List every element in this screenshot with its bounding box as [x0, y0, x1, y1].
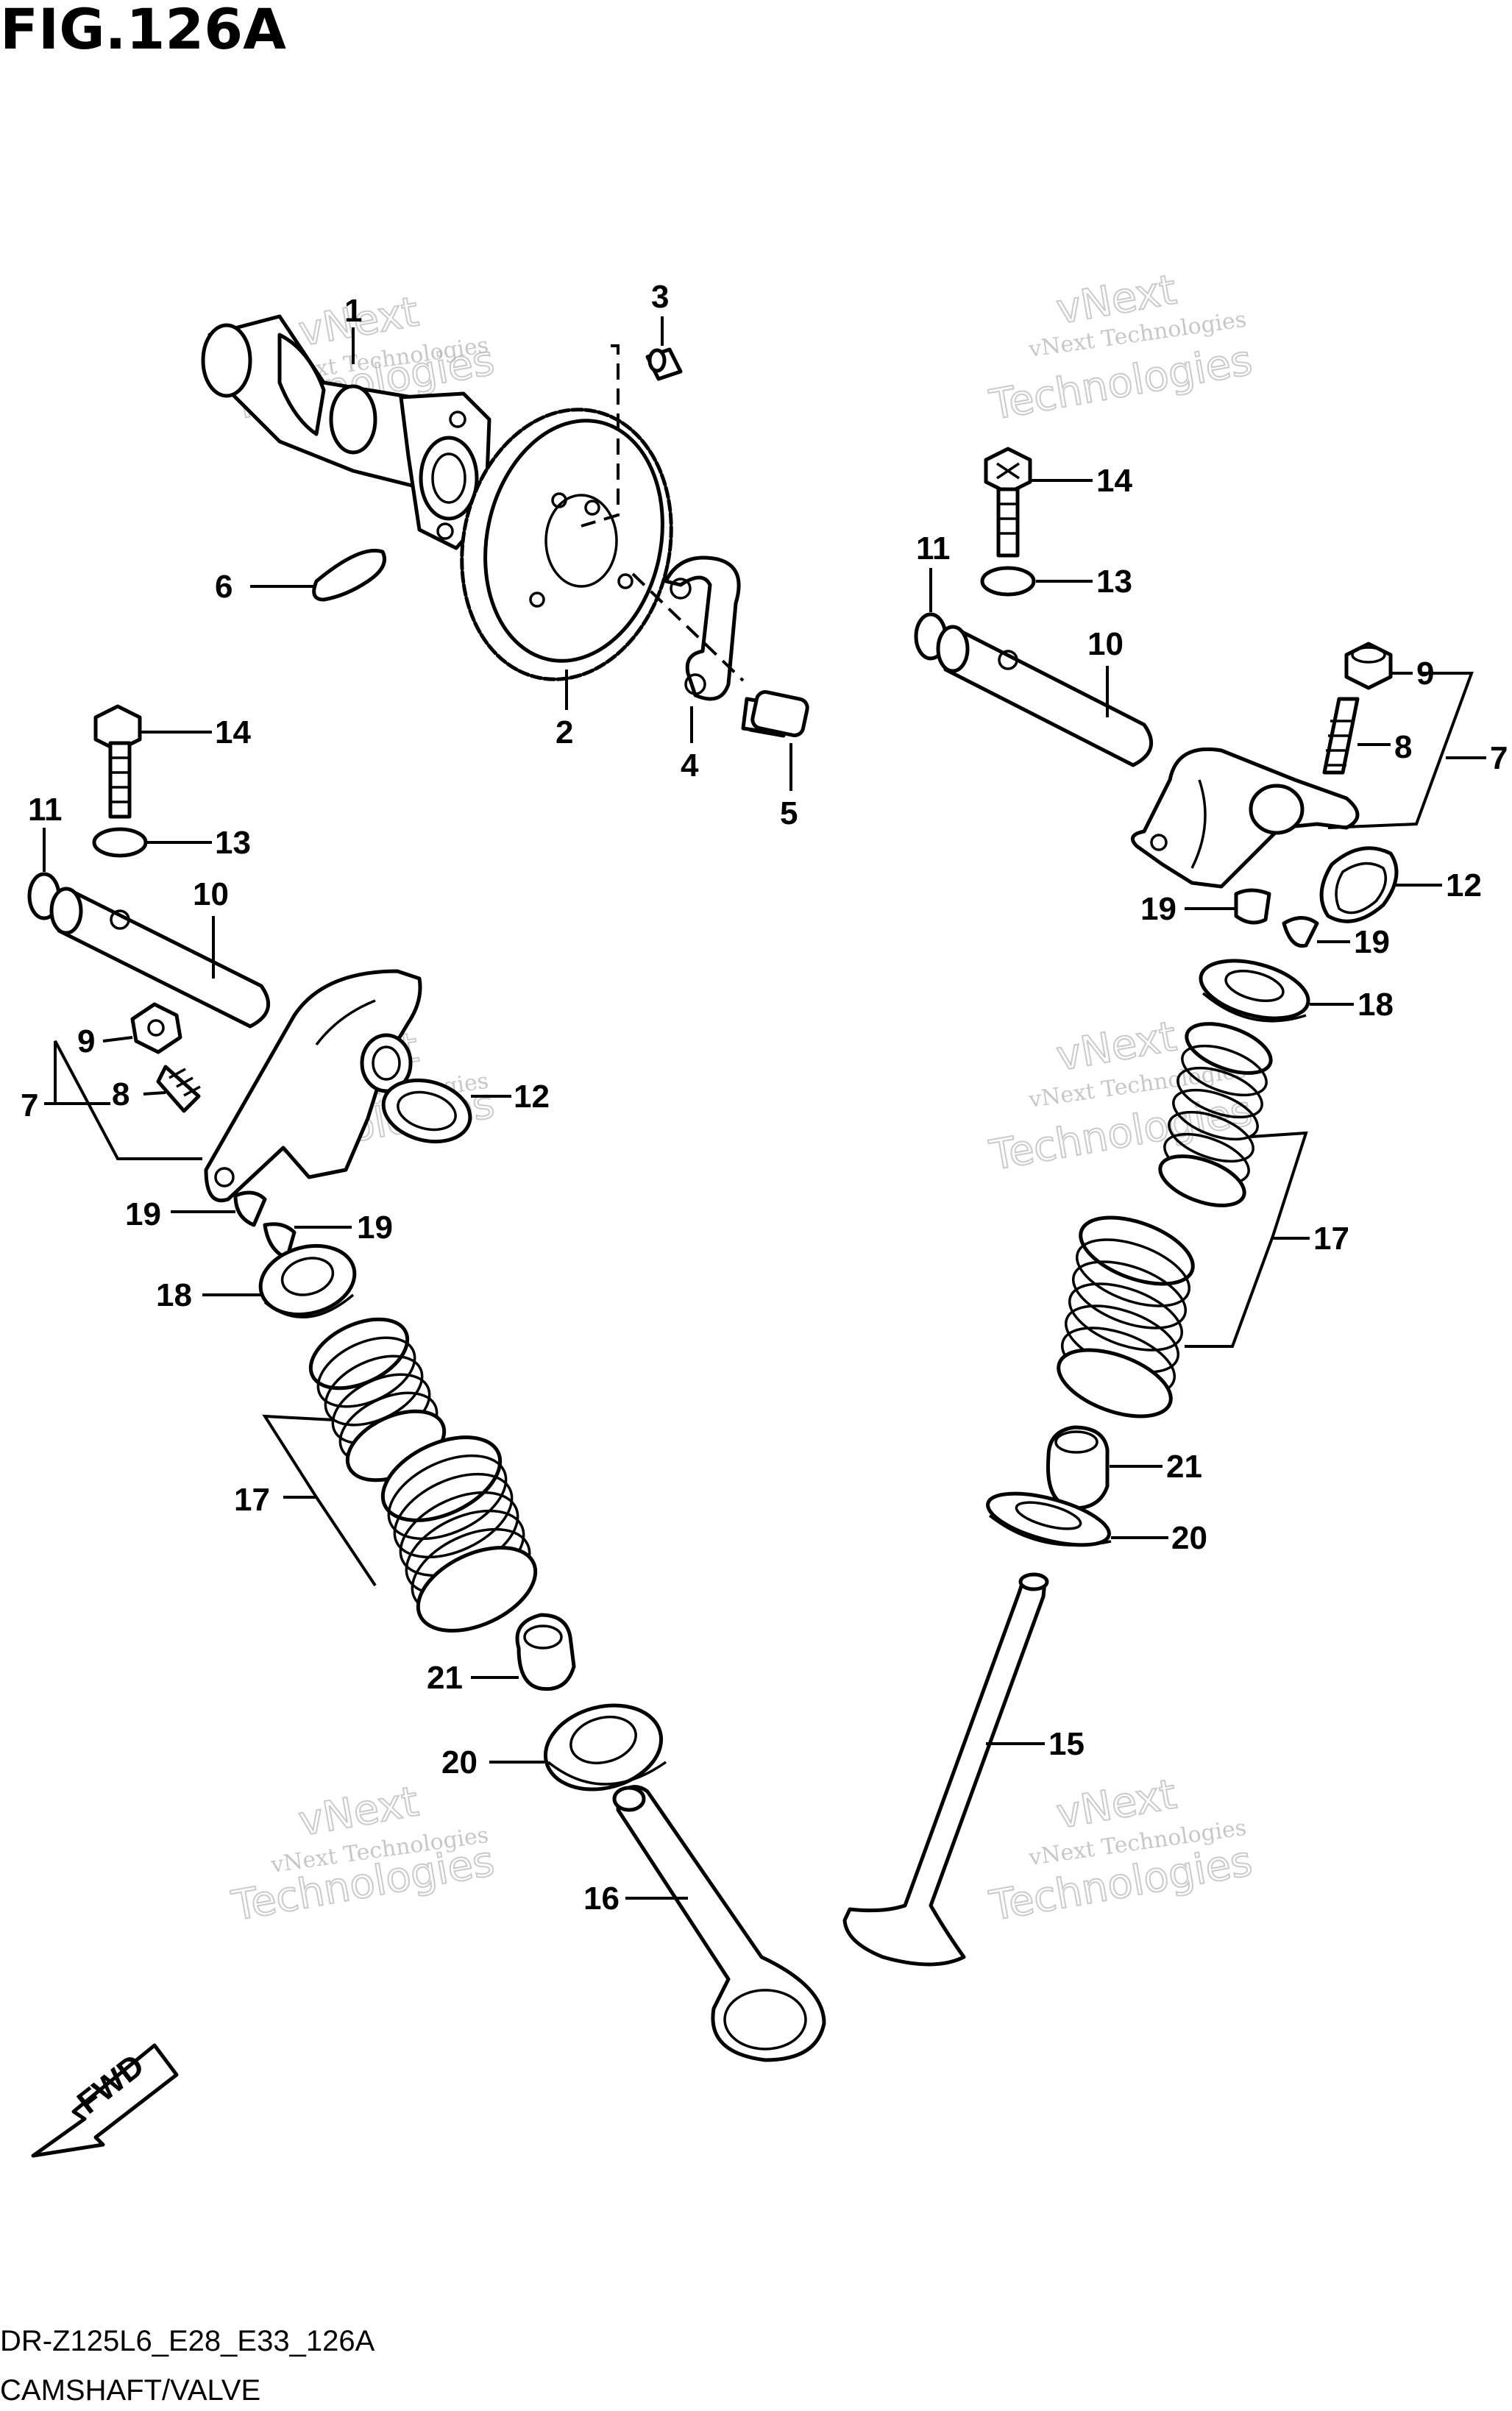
- callout-20-left: 20: [441, 1744, 478, 1780]
- callout-6: 6: [215, 569, 233, 605]
- cotter-part-19-right-b[interactable]: [1282, 916, 1319, 948]
- nut-part-9-left[interactable]: [130, 1002, 182, 1054]
- callout-11-right: 11: [916, 530, 951, 567]
- camshaft-part-1[interactable]: [201, 314, 491, 561]
- valve-stem-seal-part-21-right[interactable]: [1046, 1425, 1110, 1510]
- callout-19-left-a: 19: [125, 1196, 161, 1232]
- spring-seat-part-20-left[interactable]: [536, 1693, 670, 1802]
- valve-part-15[interactable]: [842, 1572, 1049, 1967]
- seal-part-12-right[interactable]: [1319, 846, 1399, 923]
- section-name: CAMSHAFT/VALVE: [0, 2374, 260, 2407]
- adjust-screw-part-8-right[interactable]: [1322, 697, 1360, 775]
- callout-7-left: 7: [21, 1087, 38, 1123]
- callout-18-left: 18: [156, 1277, 192, 1313]
- callout-14-left: 14: [215, 714, 251, 750]
- leader-bracket: [44, 1040, 202, 1160]
- leader-bracket: [1327, 672, 1474, 829]
- watermark-bottom-right: vNext Technologies vNext Technologies: [985, 1769, 1257, 1931]
- rocker-shaft-part-10-right[interactable]: [936, 625, 1153, 767]
- bolt-part-5[interactable]: [741, 690, 809, 738]
- cotter-part-19-right-a[interactable]: [1234, 888, 1271, 925]
- callout-21-right: 21: [1166, 1449, 1202, 1485]
- leader-bracket: [1185, 1131, 1308, 1348]
- callout-8-left: 8: [112, 1076, 129, 1112]
- spring-retainer-part-18-right[interactable]: [1194, 951, 1314, 1029]
- washer-part-13-right[interactable]: [980, 566, 1036, 597]
- valve-part-16[interactable]: [612, 1785, 826, 2062]
- fwd-arrow-icon: FWD: [31, 2043, 179, 2158]
- callout-12-left: 12: [514, 1079, 550, 1115]
- rocker-shaft-part-10-left[interactable]: [49, 887, 270, 1029]
- callout-17-right: 17: [1313, 1221, 1349, 1257]
- rocker-arm-part-7-left[interactable]: [204, 969, 422, 1202]
- watermark-top-right: vNext Technologies vNext Technologies: [985, 265, 1257, 430]
- spring-seat-part-20-right[interactable]: [983, 1483, 1115, 1555]
- watermark-bottom-left: vNext Technologies vNext Technologies: [227, 1777, 499, 1931]
- callout-10-left: 10: [193, 876, 229, 912]
- callout-12-right: 12: [1446, 867, 1482, 903]
- callout-14-right: 14: [1096, 463, 1132, 499]
- callout-16: 16: [583, 1881, 620, 1917]
- watermark-mid-right: vNext Technologies vNext Technologies: [985, 1012, 1257, 1181]
- leader-line: [102, 1036, 133, 1043]
- clip-part-6[interactable]: [312, 548, 386, 602]
- spring-retainer-part-18-left[interactable]: [253, 1236, 363, 1325]
- callout-10-right: 10: [1087, 626, 1124, 662]
- callout-1: 1: [344, 293, 362, 329]
- callout-3: 3: [651, 279, 669, 315]
- cotter-part-19-left-b[interactable]: [263, 1222, 297, 1260]
- callout-15: 15: [1048, 1726, 1085, 1762]
- dashed-guide-bolt: [631, 572, 745, 682]
- valve-spring-outer-part-17-left[interactable]: [370, 1421, 549, 1648]
- leader-line: [143, 1091, 166, 1096]
- watermark-outline: Technologies: [986, 336, 1256, 430]
- callout-7-right: 7: [1490, 740, 1508, 776]
- callout-5: 5: [780, 795, 798, 831]
- stopper-plate-part-4[interactable]: [664, 555, 741, 701]
- seal-part-12-left[interactable]: [377, 1071, 478, 1151]
- valve-spring-outer-part-17-right[interactable]: [1050, 1204, 1202, 1430]
- callout-18-right: 18: [1357, 987, 1394, 1023]
- callout-2: 2: [556, 714, 573, 750]
- dashed-guide-pin: [581, 344, 620, 528]
- callout-17-left: 17: [234, 1482, 270, 1518]
- callout-19-right-a: 19: [1140, 891, 1176, 927]
- figure-title: FIG.126A: [0, 0, 286, 62]
- callout-13-left: 13: [215, 825, 251, 861]
- rocker-arm-part-7-right[interactable]: [1130, 747, 1360, 889]
- callout-21-left: 21: [427, 1660, 463, 1696]
- callout-4: 4: [681, 748, 699, 784]
- callout-19-right-b: 19: [1354, 924, 1390, 960]
- bolt-part-14-right[interactable]: [984, 447, 1032, 558]
- valve-spring-inner-part-17-left[interactable]: [300, 1305, 455, 1494]
- callout-8-right: 8: [1394, 729, 1412, 765]
- bolt-part-14-left[interactable]: [93, 704, 142, 819]
- model-code: DR-Z125L6_E28_E33_126A: [0, 2325, 375, 2357]
- leader-bracket: [262, 1414, 377, 1587]
- valve-stem-seal-part-21-left[interactable]: [515, 1613, 576, 1691]
- callout-11-left: 11: [28, 792, 63, 828]
- callout-19-left-b: 19: [357, 1210, 393, 1246]
- nut-part-9-right[interactable]: [1344, 642, 1393, 690]
- valve-spring-inner-part-17-right[interactable]: [1154, 1014, 1277, 1215]
- dowel-pin-part-3[interactable]: [645, 347, 683, 381]
- callout-13-right: 13: [1096, 564, 1132, 600]
- cotter-part-19-left-a[interactable]: [233, 1190, 267, 1227]
- adjust-screw-part-8-left[interactable]: [156, 1065, 201, 1113]
- callout-9-left: 9: [77, 1023, 95, 1059]
- callout-20-right: 20: [1171, 1520, 1207, 1556]
- washer-part-13-left[interactable]: [92, 827, 148, 858]
